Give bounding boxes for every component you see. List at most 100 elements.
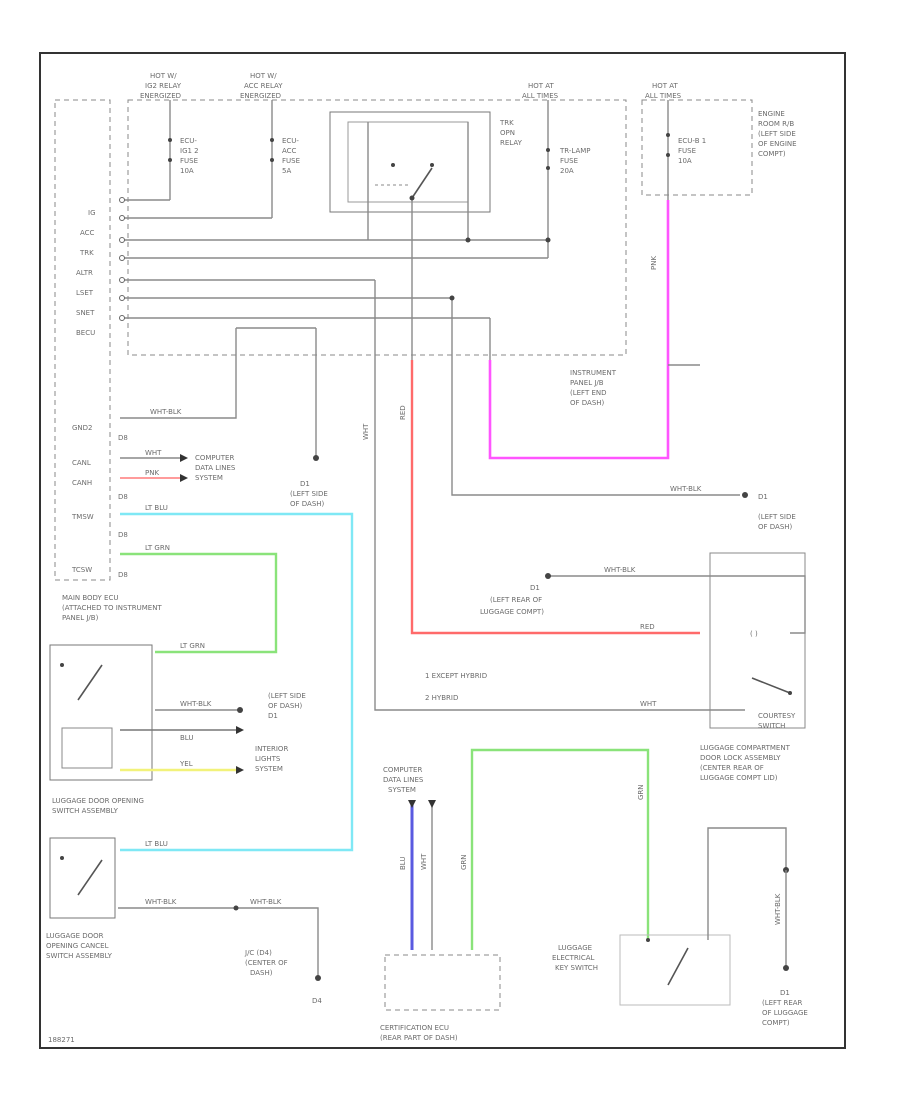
ground-d1-right: D1 [758, 493, 768, 501]
can-wire-label: WHT [145, 449, 162, 457]
computer-data-lower-3: SYSTEM [388, 786, 416, 794]
connector-id: D8 [118, 531, 128, 539]
diagram-frame [39, 52, 846, 1049]
wht-blk-right-wire [451, 360, 740, 496]
cert-ecu-wires [408, 748, 650, 950]
ground-rear-label: D1 [780, 989, 790, 997]
interior-lights-label-2: LIGHTS [255, 755, 281, 763]
engine-room-rb-label: ENGINE [758, 110, 785, 118]
jb-label: PANEL J/B [570, 379, 604, 387]
ground-label-d1-2: (LEFT SIDE [290, 490, 328, 498]
luggage-lock-label: LUGGAGE COMPARTMENT [700, 744, 791, 752]
yel-label: YEL [179, 760, 193, 768]
note-except-hybrid: 1 EXCEPT HYBRID [425, 672, 487, 680]
trk-opn-relay: TRK OPN RELAY [329, 111, 523, 213]
interior-lights-label: INTERIOR [255, 745, 288, 753]
blu-label: BLU [180, 734, 193, 742]
jb-label: INSTRUMENT [570, 369, 617, 377]
ground-label-d1: D1 [300, 480, 310, 488]
opening-switch-assembly [49, 644, 244, 781]
hot-acc-relay-label-3: ENERGIZED [240, 92, 281, 100]
wht-label: WHT [362, 423, 370, 440]
ground-left-dash-2: (LEFT SIDE [268, 692, 306, 700]
hot-all-times-2: HOT AT [652, 82, 679, 90]
hot-all-times-1b: ALL TIMES [522, 92, 559, 100]
red-wire [410, 360, 700, 635]
bus-wires [119, 122, 551, 360]
ecu-acc-fuse: ECU- ACC FUSE 5A [270, 100, 300, 218]
fuse-label: 10A [180, 167, 194, 175]
computer-data-label: SYSTEM [195, 474, 223, 482]
luggage-rear-label-3: LUGGAGE COMPT) [480, 608, 544, 616]
hot-ig-relay-label-2: IG2 RELAY [145, 82, 182, 90]
courtesy-switch-label: COURTESY [758, 712, 796, 720]
relay-label: TRK [499, 119, 514, 127]
main-body-ecu-label-3: PANEL J/B) [62, 614, 99, 622]
wht-blk-label-5: WHT-BLK [145, 898, 177, 906]
tr-lamp-fuse: TR-LAMP FUSE 20A [546, 100, 591, 240]
cancel-switch-assembly [49, 837, 321, 981]
interior-lights-label-3: SYSTEM [255, 765, 283, 773]
connector-id: D8 [118, 493, 128, 501]
gnd2-wire [120, 360, 237, 419]
ecu-pin: BECU [76, 329, 95, 337]
ecu-pin: ALTR [76, 269, 93, 277]
engine-room-rb-outline [641, 99, 753, 196]
gnd2-wire-label: WHT-BLK [150, 408, 182, 416]
key-switch-label: LUGGAGE [558, 944, 592, 952]
lt-grn-wire [120, 552, 278, 654]
wht-wire [374, 360, 745, 711]
courtesy-switch-label-2: SWITCH [758, 722, 785, 730]
computer-data-label: DATA LINES [195, 464, 236, 472]
lt-grn-label-2: LT GRN [180, 642, 205, 650]
fuse-label: TR-LAMP [559, 147, 591, 155]
jc-center-label: J/C (D4) [244, 949, 272, 957]
ecu-pin: ACC [80, 229, 95, 237]
fuse-label: IG1 2 [180, 147, 199, 155]
fuse-label: FUSE [678, 147, 696, 155]
main-body-ecu-outline [54, 99, 111, 581]
ground-left-dash-2b: OF DASH) [268, 702, 303, 710]
engine-room-rb-label-2: ROOM R/B [758, 120, 794, 128]
hot-all-times-2b: ALL TIMES [645, 92, 682, 100]
lt-grn-label: LT GRN [145, 544, 170, 552]
blu-label-2: BLU [399, 857, 407, 870]
lock-motor-icon: ( ) [750, 630, 758, 638]
ecu-pin: SNET [76, 309, 95, 317]
cert-ecu-label: CERTIFICATION ECU [380, 1024, 449, 1032]
red-label-2: RED [640, 623, 655, 631]
hot-acc-relay-label: HOT W/ [250, 72, 277, 80]
hot-ig-relay-label-3: ENERGIZED [140, 92, 181, 100]
ecu-lower-pin: CANH [72, 479, 92, 487]
ecu-lower-pin: TMSW [71, 513, 94, 521]
luggage-lock-label-3: (CENTER REAR OF [700, 764, 764, 772]
pnk-wire-label: PNK [650, 256, 658, 270]
cancel-switch-label: LUGGAGE DOOR [46, 932, 104, 940]
cancel-switch-label-2: OPENING CANCEL [46, 942, 109, 950]
ground-label-d1-3: OF DASH) [290, 500, 325, 508]
ecu-lower-pin: CANL [72, 459, 91, 467]
computer-data-lower-2: DATA LINES [383, 776, 424, 784]
ecu-lower-pin: GND2 [72, 424, 93, 432]
ecu-pin: IG [88, 209, 96, 217]
key-switch-label-3: KEY SWITCH [555, 964, 598, 972]
lt-blu-wire [120, 512, 354, 852]
opening-switch-label: LUGGAGE DOOR OPENING [52, 797, 144, 805]
fuse-label: FUSE [180, 157, 198, 165]
luggage-rear-label: D1 [530, 584, 540, 592]
ground-d1-right-2: (LEFT SIDE [758, 513, 796, 521]
ground-rear-label-4: COMPT) [762, 1019, 790, 1027]
red-label: RED [399, 405, 407, 420]
ground-rear-label-3: OF LUGGAGE [762, 1009, 808, 1017]
fuse-label: ACC [282, 147, 297, 155]
note-hybrid: 2 HYBRID [425, 694, 458, 702]
ground-rear-label-2: (LEFT REAR [762, 999, 803, 1007]
ecu-b-fuse: ECU-B 1 FUSE 10A [666, 100, 706, 200]
jc-center-label-3: DASH) [250, 969, 273, 977]
engine-room-rb-label-3: (LEFT SIDE [758, 130, 796, 138]
wht-blk-label-4: WHT-BLK [180, 700, 212, 708]
wht-blk-label-3: WHT-BLK [604, 566, 636, 574]
wht-blk-label-6: WHT-BLK [250, 898, 282, 906]
relay-label: RELAY [500, 139, 523, 147]
